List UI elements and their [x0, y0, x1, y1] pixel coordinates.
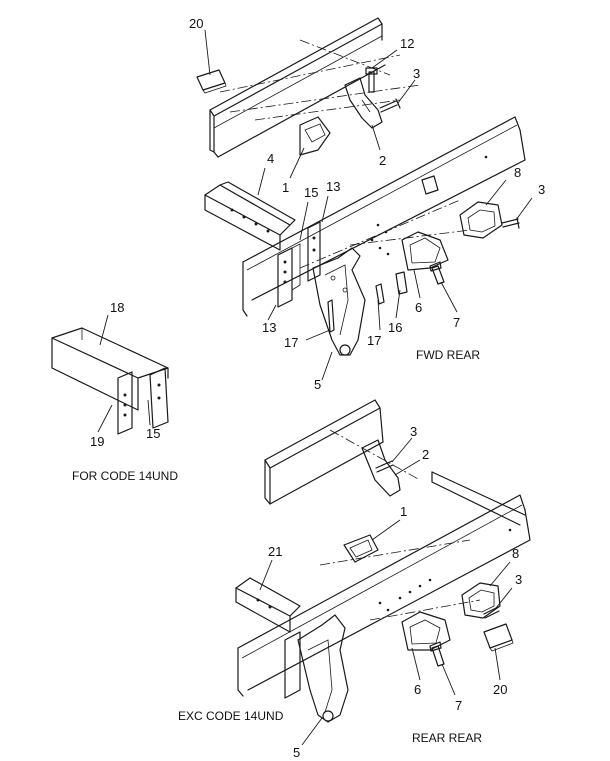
- part-5-hanger-b: [297, 614, 349, 746]
- callout-1-bottom: 1: [400, 504, 407, 519]
- callout-6-top: 6: [415, 300, 422, 315]
- callout-6-bottom: 6: [414, 682, 421, 697]
- leader-15-inset: [147, 399, 151, 426]
- part-15-plate-inset: [149, 367, 169, 429]
- upper-channel-bottom: [264, 399, 384, 505]
- centerline-2: [229, 84, 421, 113]
- fwd-rear-assembly: [196, 17, 533, 381]
- part-1-bracket-b: [343, 519, 401, 563]
- part-6-bracket-a: [401, 231, 449, 299]
- inset-for-code-14und: [51, 314, 169, 435]
- leader-18: [99, 314, 109, 346]
- part-16-bolt: [395, 271, 408, 319]
- callout-5-bottom: 5: [293, 745, 300, 760]
- caption-rear-rear: REAR REAR: [412, 731, 482, 745]
- callout-18: 18: [110, 300, 124, 315]
- main-frame-rail-top: [242, 116, 526, 317]
- callout-2-bottom: 2: [422, 447, 429, 462]
- upper-channel-top: [209, 17, 386, 158]
- part-8-bumper-a: [459, 179, 507, 239]
- callout-8-top: 8: [514, 165, 521, 180]
- callout-7-top: 7: [453, 315, 460, 330]
- callout-8-bottom: 8: [512, 546, 519, 561]
- callout-19: 19: [90, 434, 104, 449]
- callout-2-top: 2: [379, 153, 386, 168]
- callout-3-right: 3: [538, 182, 545, 197]
- centerline-3: [254, 99, 401, 121]
- part-17-bolt-b: [375, 283, 385, 331]
- rear-rear-assembly: [235, 399, 531, 746]
- part-7-bolt-b: [429, 641, 456, 696]
- part-5-hanger-a: [312, 247, 366, 381]
- part-19-plate: [117, 371, 133, 435]
- callout-3-bottom-right: 3: [515, 572, 522, 587]
- callout-16: 16: [388, 320, 402, 335]
- part-7-bolt-a: [429, 261, 458, 313]
- small-clip: [421, 175, 439, 195]
- part-20-plate-top: [196, 29, 227, 94]
- part-15-spacer: [291, 201, 309, 291]
- part-6-bracket-b: [401, 611, 451, 681]
- callout-labels: 20 12 3 2 4 1 15 13 8 3 13 6 7 16 17 17 …: [72, 16, 545, 760]
- callout-17-left: 17: [284, 335, 298, 350]
- centerline-9: [329, 429, 421, 481]
- callout-7-bottom: 7: [455, 698, 462, 713]
- callout-1-top: 1: [282, 180, 289, 195]
- leader-19: [97, 404, 113, 433]
- callout-20-bottom: 20: [493, 682, 507, 697]
- centerline-1: [219, 54, 401, 93]
- part-13-plate-right: [307, 195, 329, 282]
- part-3-bolt-c: [375, 437, 413, 473]
- part-3-bolt-a: [379, 79, 416, 113]
- part-2-bracket-a: [344, 77, 383, 151]
- callout-13-bottom: 13: [262, 320, 276, 335]
- callout-3-bottom-upper: 3: [410, 424, 417, 439]
- caption-exc-code: EXC CODE 14UND: [178, 709, 284, 723]
- callout-4: 4: [267, 151, 274, 166]
- part-21-crossmember: [235, 559, 301, 633]
- part-13-plate-left: [267, 247, 293, 321]
- part-8-bumper-b: [461, 561, 511, 619]
- part-1-bracket-a: [289, 116, 331, 179]
- part-20-plate-bottom: [483, 623, 514, 681]
- caption-for-code: FOR CODE 14UND: [72, 469, 178, 483]
- callout-3-top: 3: [413, 66, 420, 81]
- part-17-bolt-a: [305, 299, 335, 341]
- plate-bottom-left: [284, 631, 301, 699]
- centerline-5: [299, 199, 461, 269]
- callout-17-right: 17: [367, 333, 381, 348]
- callout-21: 21: [268, 544, 282, 559]
- part-4-crossmember: [204, 167, 296, 251]
- part-3-bolt-b: [501, 197, 533, 229]
- centerline-7: [319, 539, 471, 566]
- callout-20-top: 20: [189, 16, 203, 31]
- part-3-bolt-d: [483, 587, 513, 619]
- caption-fwd-rear: FWD REAR: [416, 348, 480, 362]
- callout-15-top: 15: [304, 185, 318, 200]
- callout-13-top: 13: [326, 179, 340, 194]
- centerline-6: [349, 229, 471, 246]
- callout-12: 12: [400, 36, 414, 51]
- part-2-bracket-b: [361, 439, 421, 497]
- centerline-8: [369, 599, 481, 621]
- callout-5-top: 5: [314, 377, 321, 392]
- part-12-bolt: [365, 49, 398, 93]
- centerline-4: [299, 39, 391, 76]
- callout-15-inset: 15: [146, 426, 160, 441]
